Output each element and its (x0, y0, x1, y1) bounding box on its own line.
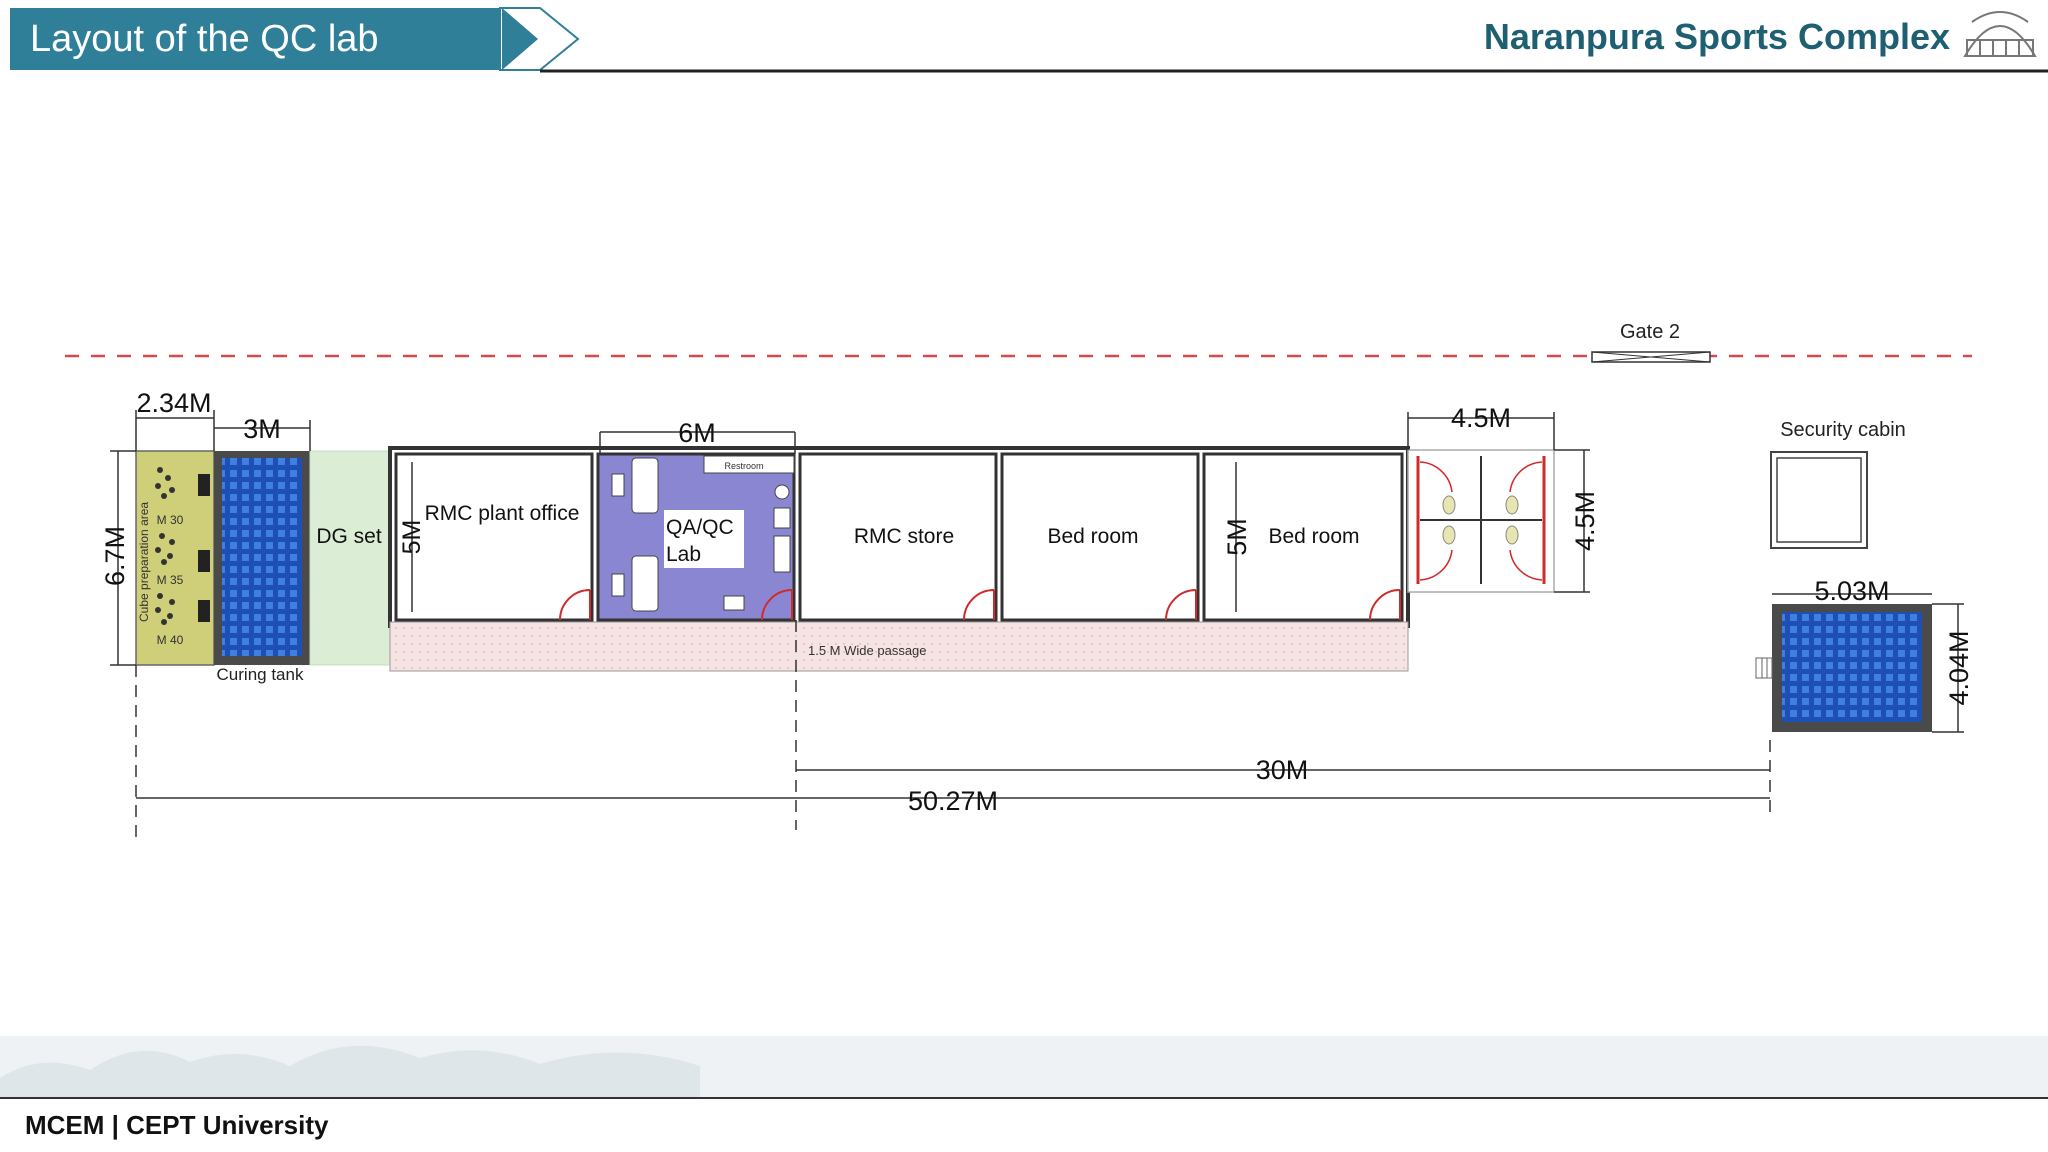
qa-qc-lab (596, 452, 796, 622)
dim-office-height: 5M (398, 520, 426, 555)
footer-crowd-silhouette (0, 1045, 700, 1098)
water-tank (1755, 604, 1932, 732)
qa-qc-lab-label-line2: Lab (666, 543, 701, 566)
curing-tank (214, 451, 310, 665)
rmc-plant-office-label: RMC plant office (425, 502, 580, 525)
dim-toilet-width: 4.5M (1451, 403, 1511, 433)
bed-room-1 (1000, 452, 1200, 622)
dg-set-label: DG set (316, 525, 382, 548)
rmc-plant-office (394, 452, 594, 622)
dim-curing-tank-width: 3M (243, 414, 281, 444)
passage (389, 621, 1409, 672)
qa-qc-lab-label-line1: QA/QC (666, 516, 734, 539)
dim-tank-height: 4.04M (1944, 630, 1974, 705)
door-swings (559, 589, 1401, 621)
rmc-store-label: RMC store (854, 525, 954, 548)
passage-label: 1.5 M Wide passage (808, 643, 927, 658)
brand-title: Naranpura Sports Complex (1483, 16, 1950, 57)
grade-label-m30: M 30 (157, 513, 184, 527)
gate-label: Gate 2 (1620, 321, 1680, 343)
bed-room-1-label: Bed room (1047, 525, 1138, 548)
cube-area-label: Cube preparation area (137, 502, 151, 622)
bed-room-2 (1202, 452, 1404, 622)
toilet-block (1407, 449, 1555, 593)
dim-bed-room-height: 5M (1222, 518, 1252, 556)
footer-text: MCEM | CEPT University (25, 1110, 329, 1140)
cube-preparation-area (135, 450, 215, 666)
dg-set-area (309, 450, 391, 666)
dim-lab-to-tank: 30M (1256, 755, 1309, 785)
banner-chevron (499, 7, 580, 71)
dim-toilet-height: 4.5M (1570, 491, 1600, 551)
dim-tank-width: 5.03M (1814, 576, 1889, 606)
slide-title: Layout of the QC lab (10, 8, 500, 70)
dim-lab-width: 6M (678, 418, 716, 448)
bed-room-2-label: Bed room (1268, 525, 1359, 548)
dimension-lines (110, 410, 1964, 799)
extension-lines (135, 620, 1771, 840)
rmc-store (798, 452, 998, 622)
stadium-icon (1963, 11, 2037, 57)
dim-cube-area-width: 2.34M (136, 388, 211, 418)
dim-left-height: 6.7M (100, 526, 130, 586)
gate-2-marker (1591, 351, 1711, 363)
security-cabin (1770, 451, 1868, 549)
grade-label-m40: M 40 (157, 633, 184, 647)
curing-tank-label: Curing tank (217, 665, 304, 684)
grade-label-m35: M 35 (157, 573, 184, 587)
security-cabin-label: Security cabin (1780, 419, 1906, 441)
dim-overall-length: 50.27M (908, 786, 998, 816)
restroom-label: Restroom (724, 461, 763, 471)
